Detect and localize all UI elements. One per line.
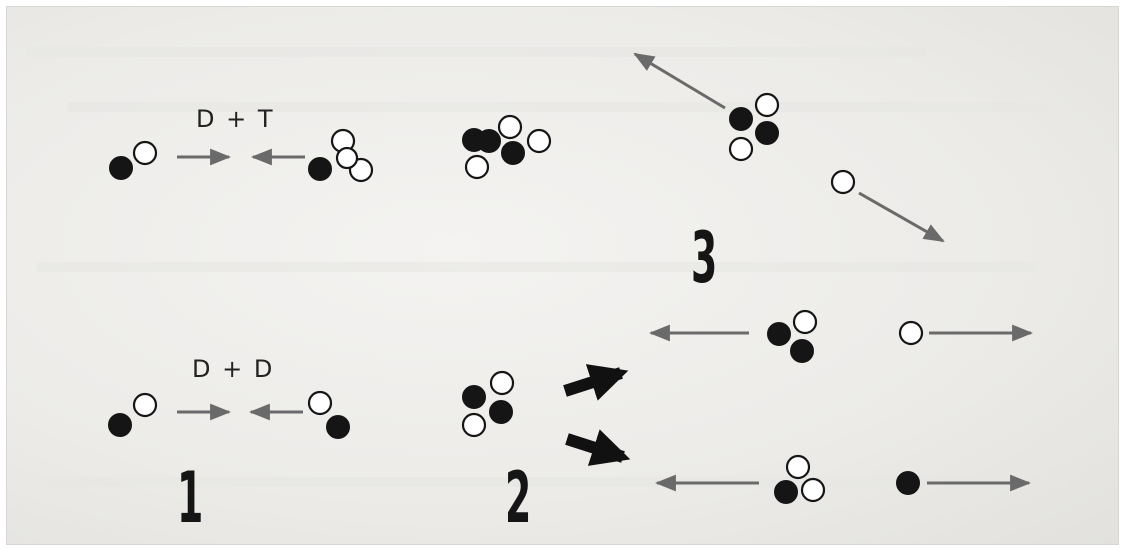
deuteron-bottom-right	[307, 390, 350, 439]
diagram-graphics	[108, 52, 1034, 504]
step-number-3: 3	[691, 217, 718, 299]
triton-branch	[767, 309, 818, 363]
bold-arrow-upper-branch	[563, 364, 629, 401]
step-number-1: 1	[177, 457, 204, 539]
arrow-alpha-up-left	[633, 52, 726, 110]
compound-nucleus-top	[462, 114, 552, 180]
background-texture	[27, 47, 927, 57]
helium3-branch	[774, 454, 826, 504]
step-number-2: 2	[505, 457, 532, 539]
background-texture	[47, 477, 1067, 487]
deuteron-top	[109, 140, 158, 180]
diagram-page: D + T D + D 1 2 3	[6, 6, 1119, 545]
triton-top	[308, 128, 374, 183]
alpha-particle-top	[728, 92, 780, 162]
proton-branch-lower	[896, 471, 920, 495]
neutron-top	[830, 169, 856, 195]
background-texture	[37, 262, 1037, 272]
compound-nucleus-bottom	[461, 370, 515, 438]
background-texture	[67, 102, 1047, 112]
neutron-branch-upper	[898, 320, 924, 346]
bold-arrow-lower-branch	[565, 429, 631, 466]
reaction-label-dd: D + D	[192, 355, 275, 383]
reaction-label-dt: D + T	[196, 105, 275, 133]
deuteron-bottom-left	[108, 392, 158, 437]
arrow-neutron-down-right	[858, 191, 945, 243]
